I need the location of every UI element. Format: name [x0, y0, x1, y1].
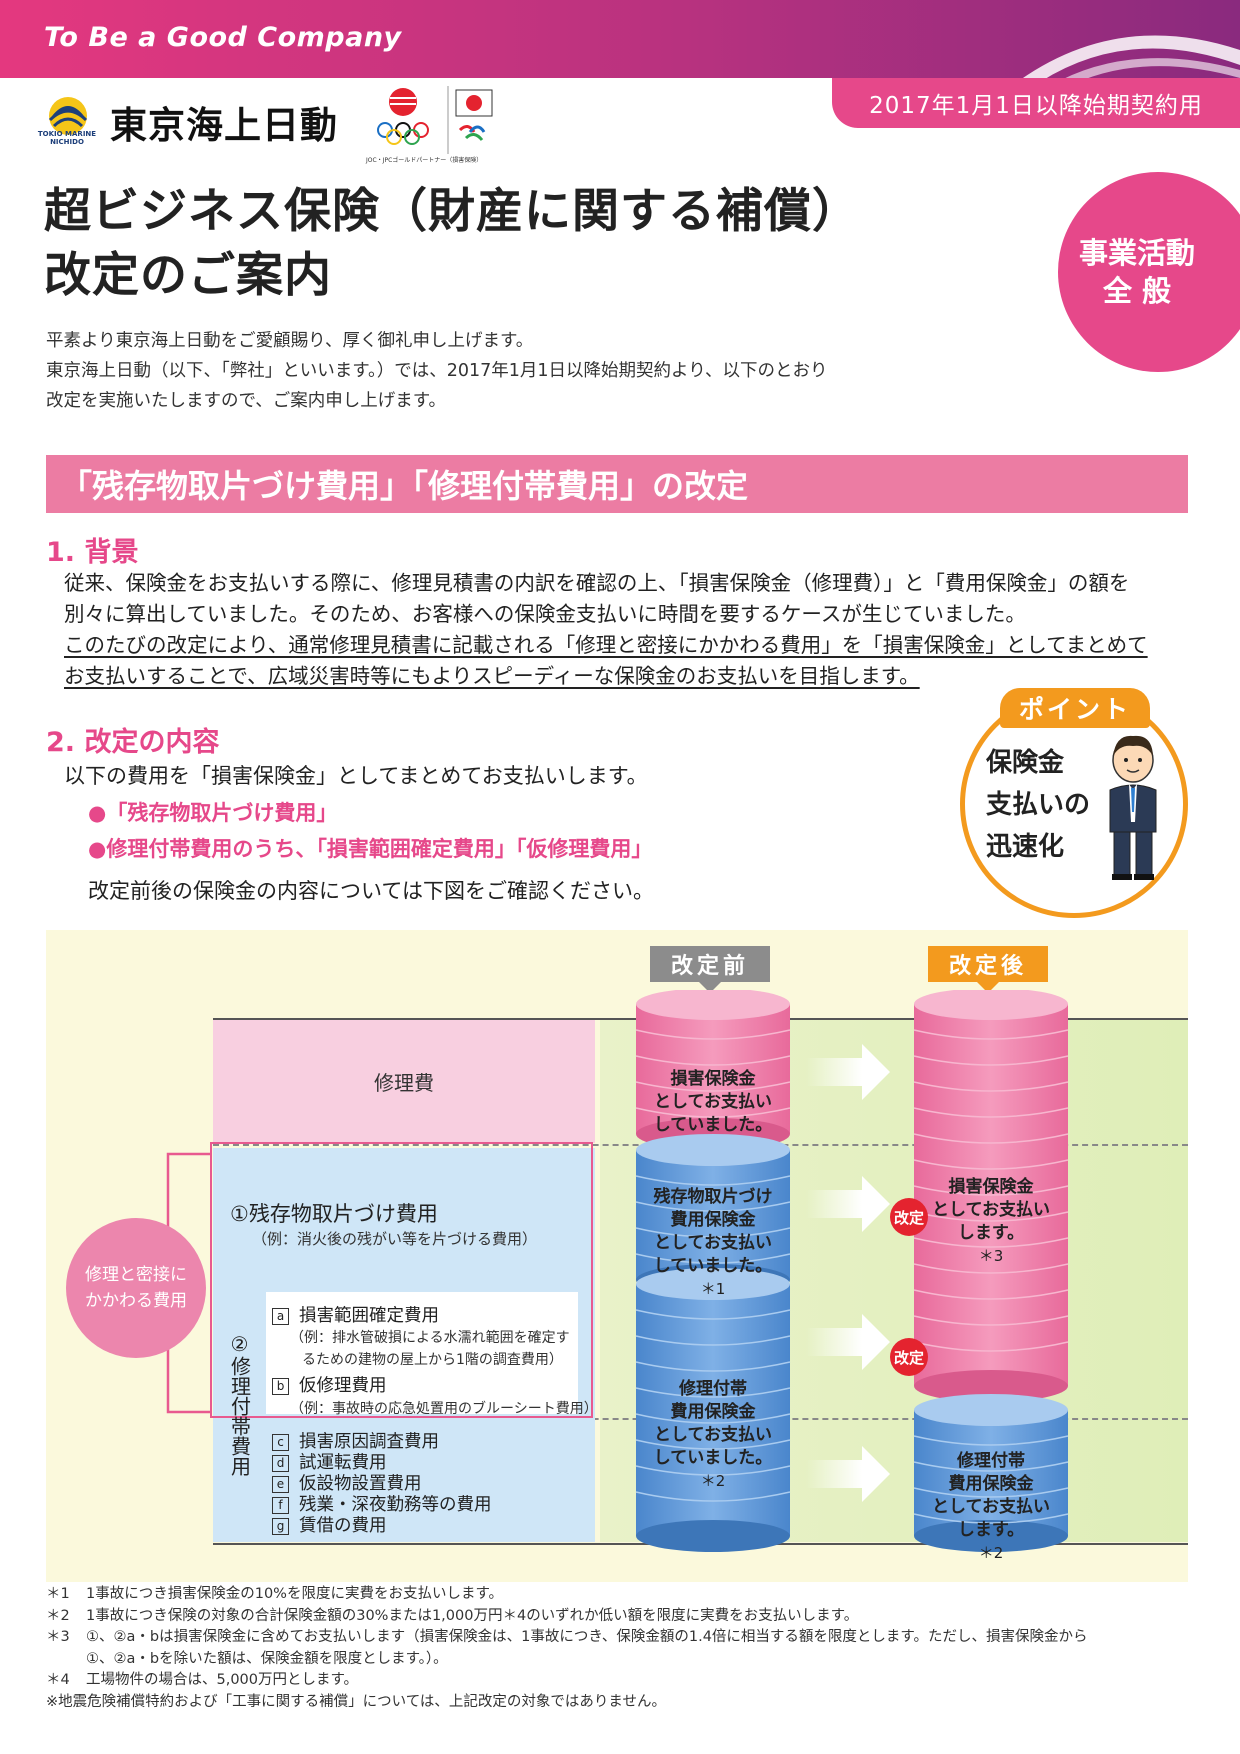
sub-item-b-example: （例：事故時の応急処置用のブルーシート費用）	[290, 1401, 598, 1417]
point-line: 迅速化	[986, 832, 1065, 862]
background-line: 別々に算出していました。そのため、お客様への保険金支払いに時間を要するケースが生…	[64, 602, 1026, 626]
after-top-text: 損害保険金としてお支払いします。＊3	[932, 1177, 1050, 1265]
background-heading: 1. 背景	[46, 537, 139, 568]
item1-example: （例：消火後の残がい等を片づける費用）	[252, 1230, 538, 1248]
point-line: 支払いの	[986, 790, 1091, 820]
title-line-2: 改定のご案内	[44, 248, 332, 303]
background-line-underlined: このたびの改定により、通常修理見積書に記載される「修理と密接にかかわる費用」を「…	[64, 633, 1148, 657]
footnote: ※地震危険補償特約および「工事に関する補償」については、上記改定の対象ではありま…	[46, 1693, 666, 1710]
related-costs-bubble: 修理と密接にかかわる費用	[66, 1218, 206, 1358]
after-cylinder-pink	[913, 990, 1069, 1402]
category-line-2: 全 般	[1102, 274, 1172, 308]
sub-item-a-example: るための建物の屋上から1階の調査費用）	[302, 1352, 563, 1368]
content-bullet-1: ●「残存物取片づけ費用」	[88, 801, 338, 825]
revised-items-frame	[210, 1142, 593, 1418]
background-body: 従来、保険金をお支払いする際に、修理見積書の内訳を確認の上、「損害保険金（修理費…	[64, 568, 1194, 692]
arrow-icon	[806, 1044, 890, 1100]
after-label: 改定後	[928, 946, 1048, 982]
businessman-illustration-icon	[1109, 735, 1157, 880]
partner-text: JOC・JPCゴールドパートナー（損害保険）	[366, 157, 483, 164]
content-note: 改定前後の保険金の内容については下図をご確認ください。	[88, 879, 654, 903]
repair-cost-box: 修理費	[213, 1020, 595, 1143]
cylinder-diagram	[635, 990, 1069, 1552]
before-label-pointer	[699, 982, 721, 993]
intro-text: 平素より東京海上日動をご愛顧賜り、厚く御礼申し上げます。 東京海上日動（以下、「…	[46, 326, 828, 416]
paralympic-emblem-icon	[447, 86, 493, 154]
before-cylinder-bottom	[635, 1268, 791, 1552]
footnote: ①、②a・bを除いた額は、保険金額を限度とします。）。	[86, 1650, 448, 1667]
item1-label: ①残存物取片づけ費用	[230, 1202, 438, 1226]
category-badge: 事業活動 全 般	[1058, 172, 1240, 372]
arrow-icon	[806, 1446, 890, 1502]
intro-line: 東京海上日動（以下、「弊社」といいます。）では、2017年1月1日以降始期契約よ…	[46, 361, 828, 381]
point-tab: ポイント	[1000, 688, 1150, 728]
intro-line: 平素より東京海上日動をご愛顧賜り、厚く御礼申し上げます。	[46, 331, 534, 351]
after-label-pointer	[977, 982, 999, 993]
point-line: 保険金	[986, 748, 1065, 778]
before-label: 改定前	[650, 946, 770, 982]
before-cylinder-top	[635, 990, 791, 1150]
intro-line: 改定を実施いたしますので、ご案内申し上げます。	[46, 391, 447, 411]
company-name: 東京海上日動	[110, 104, 338, 147]
before-bottom-text: 修理付帯費用保険金としてお支払いしていました。＊2	[653, 1379, 773, 1490]
content-heading: 2. 改定の内容	[46, 727, 220, 758]
background-line: 従来、保険金をお支払いする際に、修理見積書の内訳を確認の上、「損害保険金（修理費…	[64, 571, 1130, 595]
point-text: 保険金 支払いの 迅速化	[986, 742, 1090, 868]
header-band	[0, 0, 1240, 78]
sub-items-box	[266, 1292, 578, 1414]
section-title: 「残存物取片づけ費用」「修理付帯費用」の改定	[46, 455, 1188, 513]
revision-badge: 改定	[890, 1198, 928, 1236]
slogan: To Be a Good Company	[44, 22, 402, 53]
arrow-icon	[806, 1176, 890, 1232]
content-bullet-2: ●修理付帯費用のうち、「損害範囲確定費用」「仮修理費用」	[88, 837, 653, 861]
date-badge: 2017年1月1日以降始期契約用	[832, 78, 1240, 128]
after-bottom-text: 修理付帯費用保険金としてお支払いします。＊2	[932, 1451, 1050, 1562]
category-line-1: 事業活動	[1078, 236, 1195, 270]
title-line-1: 超ビジネス保険（財産に関する補償）	[44, 184, 860, 239]
content-lead: 以下の費用を「損害保険金」としてまとめてお支払いします。	[64, 764, 648, 788]
olympic-emblem-icon	[377, 88, 429, 145]
sub-item-a-example: （例：排水管破損による水濡れ範囲を確定す	[290, 1330, 570, 1346]
company-small-name: TOKIO MARINE NICHIDO	[37, 130, 97, 146]
before-middle-text: 残存物取片づけ費用保険金としてお支払いしていました。＊1	[653, 1187, 773, 1298]
revision-badge: 改定	[890, 1338, 928, 1376]
item2-vertical-label: ②修理付帯費用	[227, 1332, 252, 1476]
tokio-marine-logo-icon	[48, 97, 88, 135]
page-title: 超ビジネス保険（財産に関する補償） 改定のご案内	[44, 180, 860, 308]
after-cylinder-blue	[913, 1394, 1069, 1552]
swoosh-decoration	[1020, 35, 1240, 88]
background-line-underlined: お支払いすることで、広域災害時等にもよりスピーディーな保険金のお支払いを目指しま…	[64, 664, 920, 688]
arrow-icon	[806, 1314, 890, 1370]
before-top-text: 損害保険金としてお支払いしていました。	[653, 1069, 773, 1135]
